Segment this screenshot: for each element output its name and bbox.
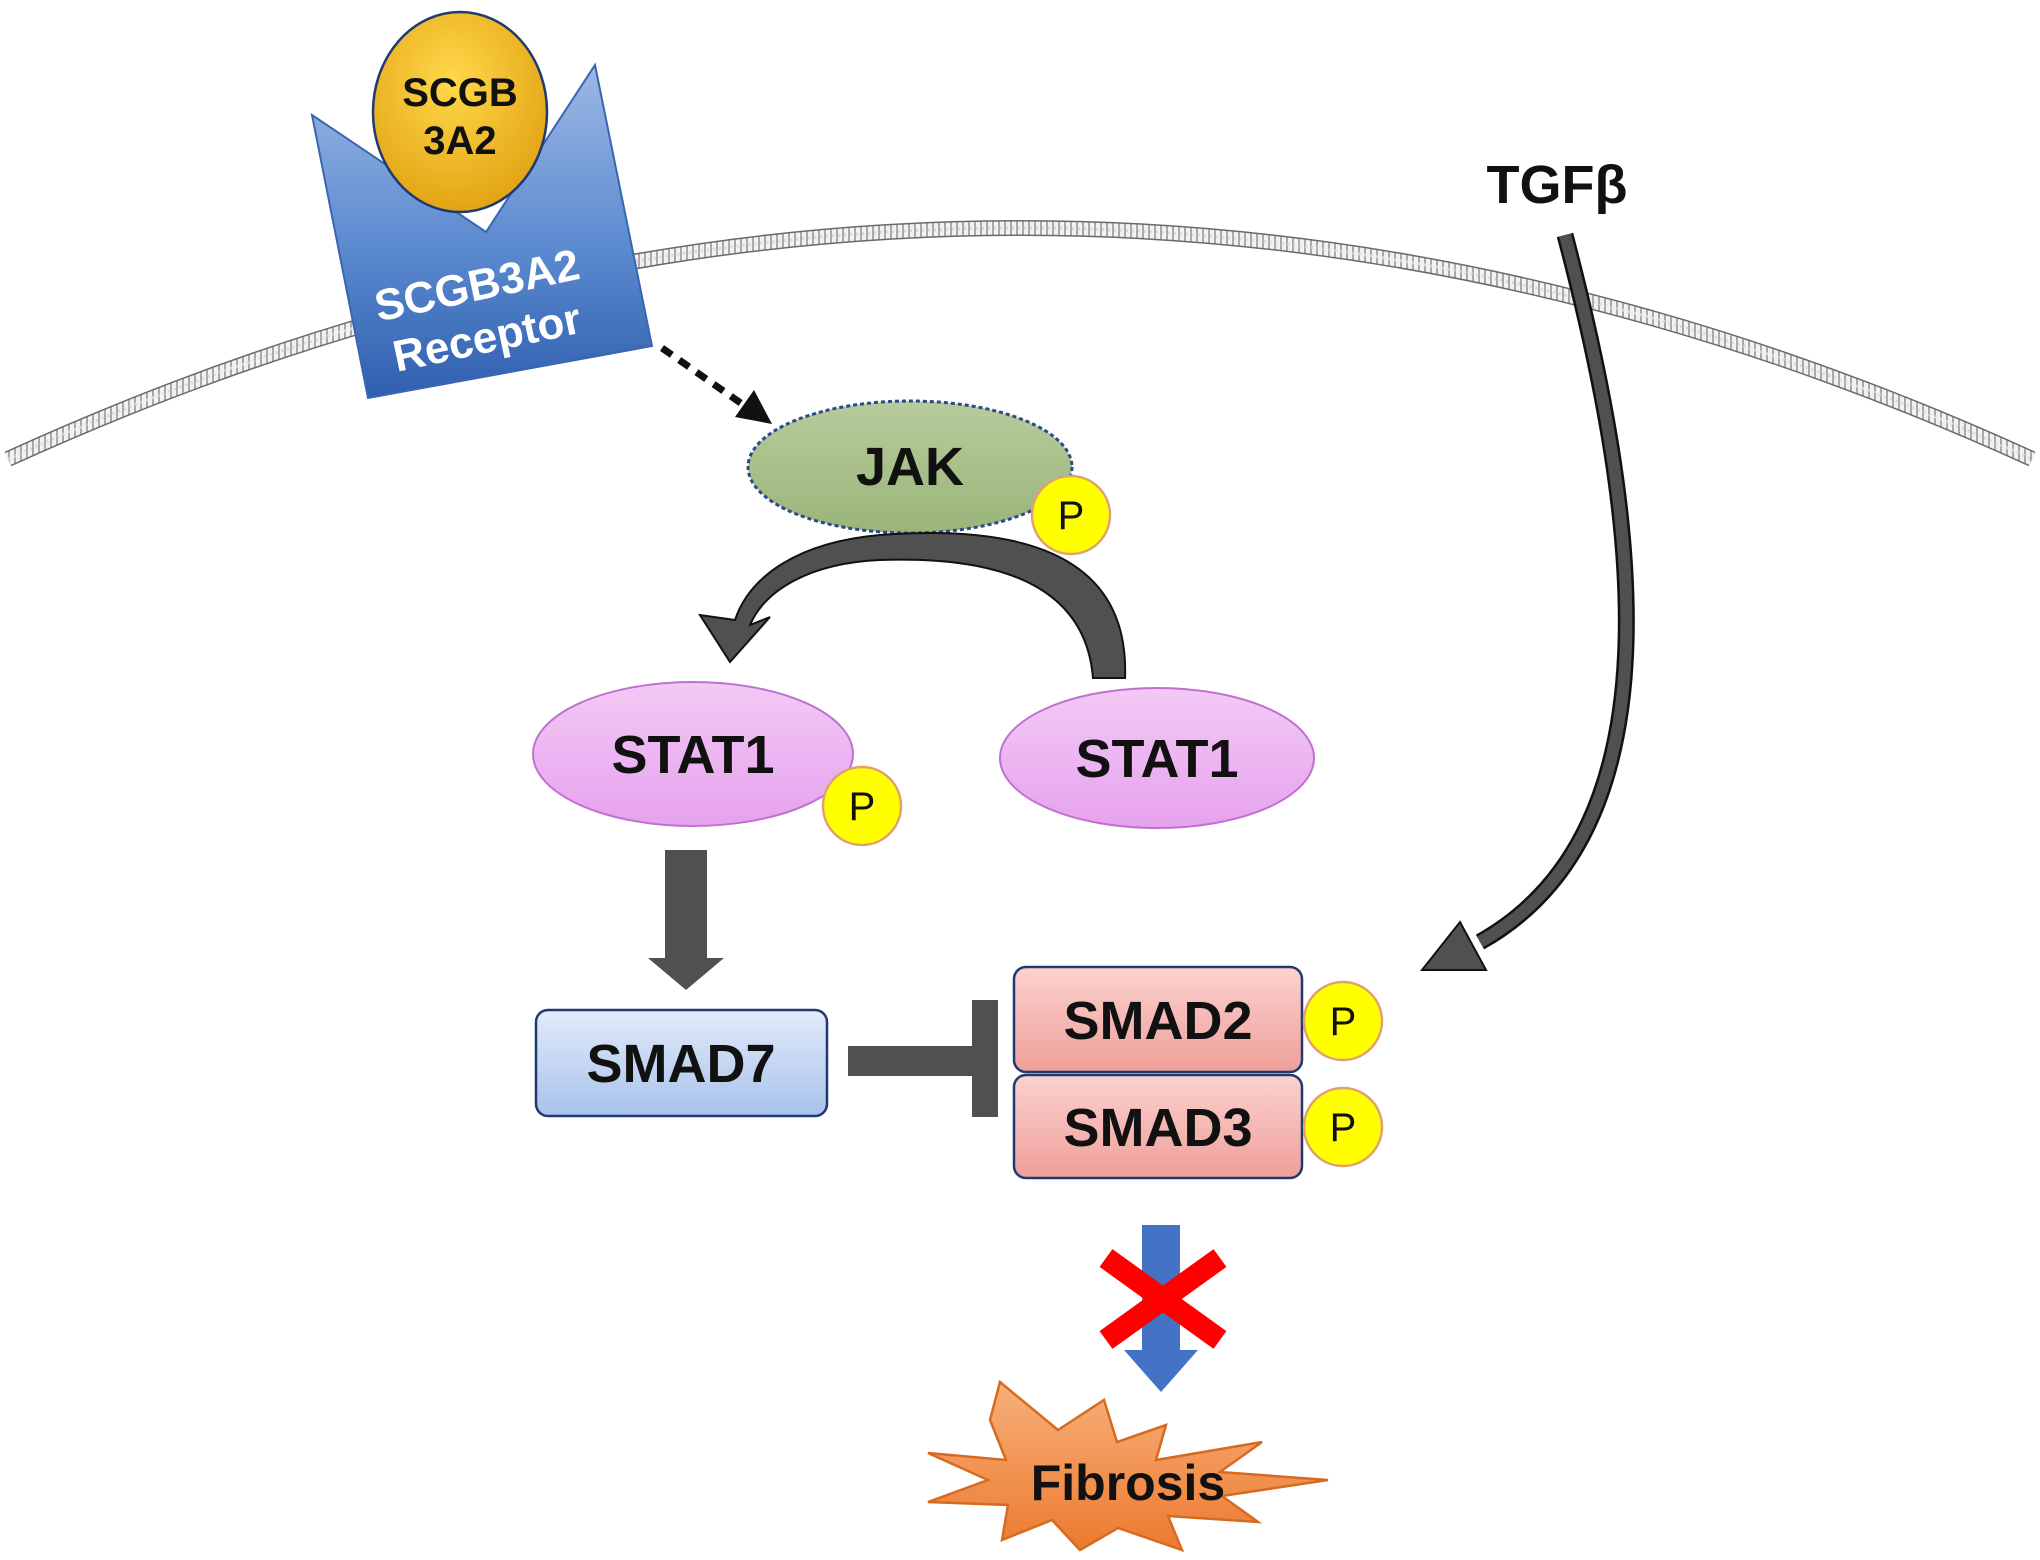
jak-label: JAK — [856, 437, 964, 497]
smad2-node: SMAD2 — [1012, 965, 1304, 1074]
stat1-phospho-badge: P — [821, 765, 903, 847]
smad2-label: SMAD2 — [1063, 991, 1252, 1051]
scgb3a2-receptor: SCGB3A2 Receptor — [310, 62, 654, 400]
scgb3a2-ligand: SCGB 3A2 — [371, 10, 549, 214]
stat1-phospho-label: STAT1 — [611, 725, 774, 785]
receptor-to-jak-arrow — [659, 345, 772, 424]
jak-phospho-label: P — [1058, 494, 1085, 538]
smad7-node: SMAD7 — [534, 1008, 829, 1118]
stat1-label: STAT1 — [1075, 729, 1238, 789]
stat1-to-smad7-arrow — [648, 850, 724, 990]
jak-node: JAK — [746, 399, 1074, 535]
smad3-label: SMAD3 — [1063, 1098, 1252, 1158]
smad7-inhibits-smad23 — [848, 1000, 998, 1117]
stat1-node: STAT1 — [999, 687, 1315, 829]
stat1-phospho-node: STAT1 — [532, 681, 854, 827]
stat1-phospho-p-label: P — [849, 785, 876, 829]
jak-phosphorylates-stat1-arrow — [697, 531, 1127, 679]
smad3-phospho-label: P — [1330, 1106, 1357, 1150]
smad7-label: SMAD7 — [586, 1034, 775, 1094]
jak-phospho-badge: P — [1030, 474, 1112, 556]
smad3-phospho-badge: P — [1302, 1086, 1384, 1168]
smad2-phospho-label: P — [1330, 1000, 1357, 1044]
fibrosis-label: Fibrosis — [1031, 1455, 1225, 1511]
tgfb-to-smad23-arrow — [1419, 232, 1635, 971]
cell-membrane — [4, 220, 2036, 467]
smad3-node: SMAD3 — [1012, 1073, 1304, 1180]
fibrosis-node: Fibrosis — [927, 1379, 1329, 1553]
tgfb-label: TGFβ — [1487, 155, 1628, 215]
ligand-label-line1: SCGB — [402, 71, 518, 115]
ligand-label-line2: 3A2 — [423, 119, 496, 163]
blocked-x-icon — [1099, 1249, 1227, 1349]
smad2-phospho-badge: P — [1302, 980, 1384, 1062]
